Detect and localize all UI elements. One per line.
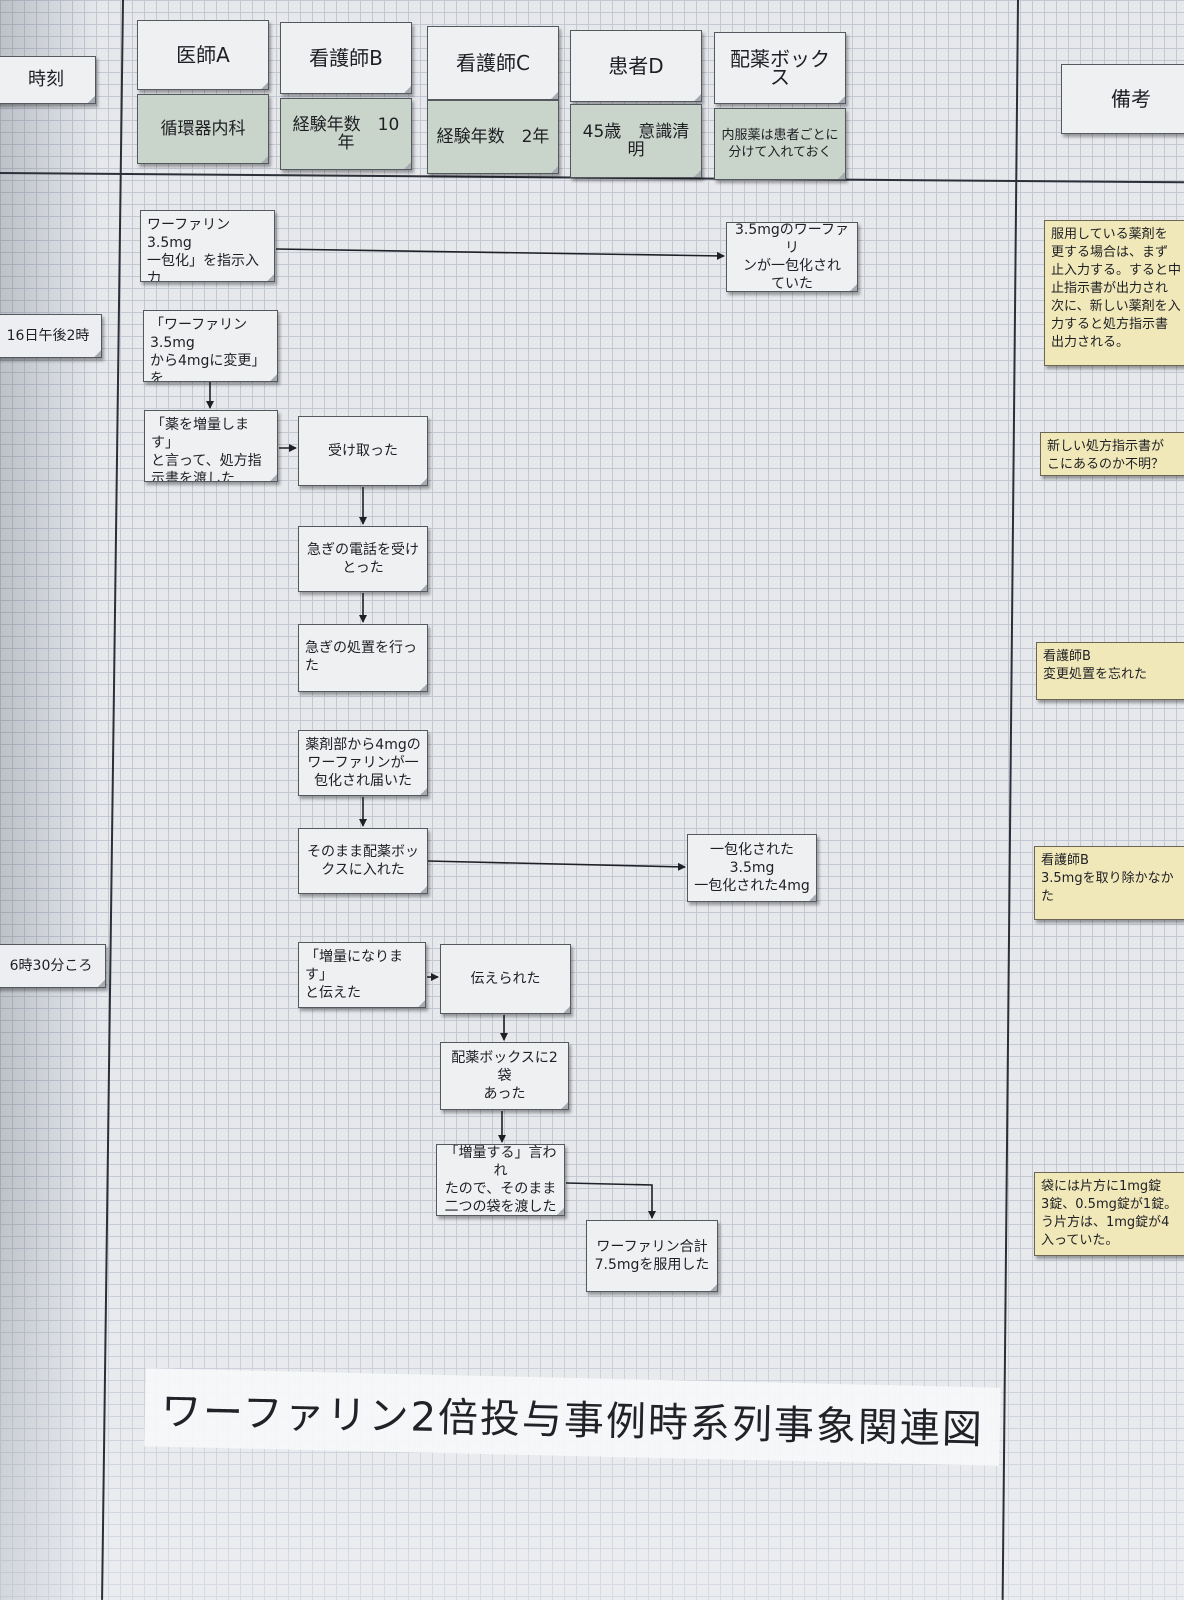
time-note: 6時30分ころ — [0, 944, 106, 988]
event-box-35mg-packed: 3.5mgのワーファリ ンが一包化され ていた — [726, 222, 858, 292]
column-detail-nurse-b: 経験年数 10年 — [280, 98, 412, 170]
arrow-gave-to-took — [565, 1182, 656, 1219]
event-box-two-packets: 一包化された3.5mg 一包化された4mg — [687, 834, 817, 902]
event-nurse-b-phone: 急ぎの電話を受け とった — [298, 526, 428, 592]
column-detail-patient-d: 45歳 意識清明 — [570, 104, 702, 178]
event-nurse-c-two-bags: 配薬ボックスに2袋 あった — [440, 1042, 569, 1110]
column-detail: 内服薬は患者ごとに 分けて入れておく — [721, 128, 839, 160]
event-nurse-b-treatment: 急ぎの処置を行っ た — [298, 624, 428, 692]
event-doctor-order-35mg: ワーファリン3.5mg 一包化」を指示入 力 — [140, 210, 275, 282]
time-note: 16日午後2時 — [0, 314, 102, 358]
column-name: 看護師B — [309, 46, 383, 70]
remark-order-procedure: 服用している薬剤を 更する場合は、まず 止入力する。すると中 止指示書が出力され… — [1044, 220, 1184, 366]
column-name: 配薬ボックス — [730, 47, 830, 89]
column-detail: 経験年数 10年 — [292, 115, 400, 153]
column-detail: 循環器内科 — [160, 119, 246, 139]
arrow-putbox-to-two-packets — [427, 860, 686, 871]
remark-nurse-b-not-removed: 看護師B 3.5mgを取り除かなか た — [1034, 846, 1184, 920]
column-header-doctor-a: 医師A — [137, 20, 269, 90]
remark-bag-contents: 袋には片方に1mg錠 3錠、0.5mg錠が1錠。 う片方は、1mg錠が4 入って… — [1034, 1172, 1184, 1256]
event-nurse-b-put-in-box: そのまま配薬ボッ クスに入れた — [298, 828, 428, 894]
column-name: 患者D — [608, 54, 664, 78]
remark-prescription-location: 新しい処方指示書が こにあるのか不明？ — [1040, 432, 1184, 476]
event-patient-d-took: ワーファリン合計 7.5mgを服用した — [586, 1220, 718, 1292]
event-nurse-c-gave-bags: 「増量する」言われ たので、そのまま 二つの袋を渡した — [436, 1144, 565, 1216]
column-name: 看護師C — [456, 51, 530, 75]
event-nurse-b-pharmacy-delivery: 薬剤部から4mgの ワーファリンが一 包化され届いた — [298, 730, 428, 796]
remark-nurse-b-forgot: 看護師B 変更処置を忘れた — [1036, 642, 1184, 700]
time-header-label: 時刻 — [28, 69, 64, 90]
event-doctor-increase: 「薬を増量します」 と言って、処方指 示書を渡した — [144, 410, 278, 482]
time-column-header: 時刻 — [0, 56, 96, 104]
time-label: 6時30分ころ — [9, 958, 93, 974]
column-header-nurse-b: 看護師B — [280, 22, 412, 94]
column-name: 医師A — [176, 43, 230, 67]
event-nurse-c-was-told: 伝えられた — [440, 944, 571, 1014]
column-detail-nurse-c: 経験年数 2年 — [427, 100, 559, 174]
column-header-med-box: 配薬ボックス — [714, 32, 846, 104]
arrow-order-to-box — [275, 248, 725, 260]
column-header-patient-d: 患者D — [570, 30, 702, 102]
event-nurse-b-received: 受け取った — [298, 416, 428, 486]
remarks-header-label: 備考 — [1111, 87, 1151, 111]
column-detail-doctor-a: 循環器内科 — [137, 94, 269, 164]
column-header-nurse-c: 看護師C — [427, 26, 559, 100]
column-detail: 経験年数 2年 — [436, 127, 550, 147]
remarks-column-header: 備考 — [1061, 64, 1184, 134]
event-nurse-b-told: 「増量になります」 と伝えた — [298, 942, 426, 1008]
diagram-title-text: ワーファリン2倍投与事例時系列事象関連図 — [160, 1388, 985, 1454]
column-detail: 45歳 意識清明 — [582, 122, 690, 160]
column-detail-med-box: 内服薬は患者ごとに 分けて入れておく — [714, 108, 846, 180]
time-label: 16日午後2時 — [6, 328, 90, 344]
